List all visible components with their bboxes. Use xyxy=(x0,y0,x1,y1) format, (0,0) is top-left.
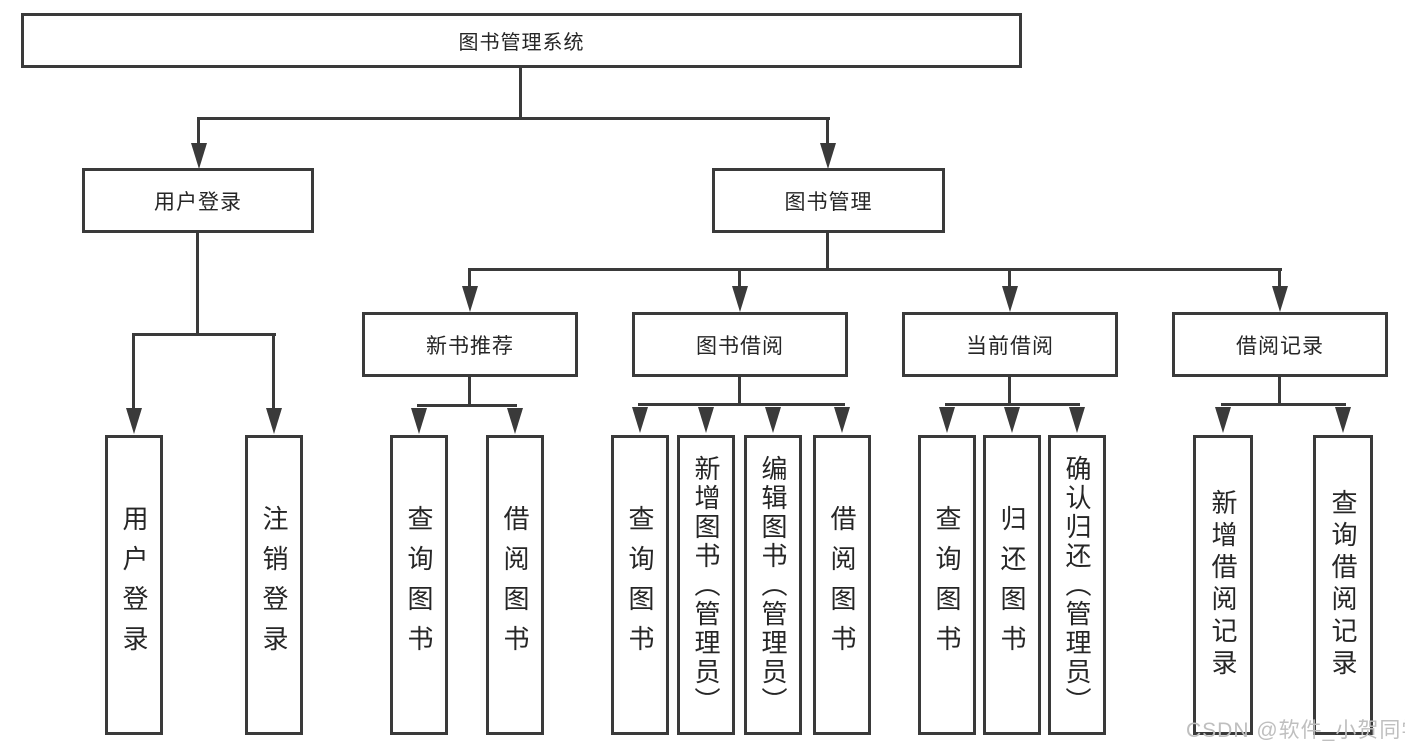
node-label: 确认归还（管理员） xyxy=(1062,454,1092,716)
node-new-book-recommend: 新书推荐 xyxy=(362,312,578,377)
connector-root-rail xyxy=(197,117,830,120)
connector-borrowing-records-rail xyxy=(1221,403,1346,406)
connector-drop-current-borrowing xyxy=(1008,271,1011,287)
connector-book-management-rail xyxy=(468,268,1282,271)
arrowhead-down-icon xyxy=(1215,407,1231,433)
arrowhead-down-icon xyxy=(411,408,427,434)
connector-drop-borrowing-records xyxy=(1278,271,1281,287)
csdn-watermark: CSDN @软件_小贺同学 xyxy=(1186,719,1405,742)
arrowhead-down-icon xyxy=(834,407,850,433)
connector-new-book-rail xyxy=(417,404,517,407)
connector-user-login-stem xyxy=(196,233,199,335)
connector-drop-user-login xyxy=(197,120,200,144)
leaf-confirm-return-admin: 确认归还（管理员） xyxy=(1048,435,1106,735)
arrowhead-down-icon xyxy=(765,407,781,433)
connector-book-borrowing-stem xyxy=(738,377,741,406)
connector-current-borrowing-rail xyxy=(945,403,1080,406)
leaf-query-borrow-record: 查询借阅记录 xyxy=(1313,435,1373,735)
arrowhead-down-icon xyxy=(507,408,523,434)
connector-new-book-stem xyxy=(468,377,471,407)
node-current-borrowing: 当前借阅 xyxy=(902,312,1118,377)
leaf-borrow-books-recommend: 借阅图书 xyxy=(486,435,544,735)
node-label: 借阅记录 xyxy=(1236,334,1324,358)
arrowhead-down-icon xyxy=(698,407,714,433)
leaf-query-books-current: 查询图书 xyxy=(918,435,976,735)
node-label: 新书推荐 xyxy=(426,334,514,358)
node-label: 查询图书 xyxy=(404,505,434,665)
node-label: 图书借阅 xyxy=(696,334,784,358)
arrowhead-down-icon xyxy=(732,286,748,312)
arrowhead-down-icon xyxy=(266,408,282,434)
connector-user-login-rail xyxy=(132,333,276,336)
node-label: 查询图书 xyxy=(932,505,962,665)
node-book-management: 图书管理 xyxy=(712,168,945,233)
leaf-query-books-borrowing: 查询图书 xyxy=(611,435,669,735)
node-label: 新增图书（管理员） xyxy=(691,454,721,716)
connector-drop-book-management xyxy=(826,120,829,144)
arrowhead-down-icon xyxy=(632,407,648,433)
node-library-management-system: 图书管理系统 xyxy=(21,13,1022,68)
connector-current-borrowing-stem xyxy=(1008,377,1011,406)
arrowhead-down-icon xyxy=(939,407,955,433)
node-book-borrowing: 图书借阅 xyxy=(632,312,848,377)
node-label: 编辑图书（管理员） xyxy=(758,454,788,716)
node-user-login: 用户登录 xyxy=(82,168,314,233)
arrowhead-down-icon xyxy=(1004,407,1020,433)
arrowhead-down-icon xyxy=(1069,407,1085,433)
node-label: 借阅图书 xyxy=(827,505,857,665)
connector-root-stem xyxy=(519,68,522,118)
node-label: 查询借阅记录 xyxy=(1328,489,1358,681)
connector-drop-new-book-recommend xyxy=(468,271,471,287)
arrowhead-down-icon xyxy=(126,408,142,434)
node-label: 图书管理 xyxy=(784,190,873,214)
connector-book-borrowing-rail xyxy=(638,403,845,406)
leaf-add-books-admin: 新增图书（管理员） xyxy=(677,435,735,735)
arrowhead-down-icon xyxy=(820,143,836,169)
node-label: 当前借阅 xyxy=(966,334,1054,358)
connector-book-management-stem xyxy=(826,233,829,271)
node-label: 归还图书 xyxy=(997,505,1027,665)
node-label: 图书管理系统 xyxy=(458,32,585,54)
connector-drop-leaf-user-login xyxy=(132,336,135,409)
arrowhead-down-icon xyxy=(1002,286,1018,312)
connector-borrowing-records-stem xyxy=(1278,377,1281,406)
leaf-query-books-recommend: 查询图书 xyxy=(390,435,448,735)
connector-drop-book-borrowing xyxy=(738,271,741,287)
node-label: 查询图书 xyxy=(625,505,655,665)
arrowhead-down-icon xyxy=(1272,286,1288,312)
node-label: 用户登录 xyxy=(154,190,242,214)
leaf-add-borrow-record: 新增借阅记录 xyxy=(1193,435,1253,735)
node-label: 借阅图书 xyxy=(500,505,530,665)
node-label: 用户登录 xyxy=(119,505,149,665)
arrowhead-down-icon xyxy=(462,286,478,312)
leaf-return-books: 归还图书 xyxy=(983,435,1041,735)
node-borrowing-records: 借阅记录 xyxy=(1172,312,1388,377)
leaf-user-login: 用户登录 xyxy=(105,435,163,735)
node-label: 新增借阅记录 xyxy=(1208,489,1238,681)
arrowhead-down-icon xyxy=(191,143,207,169)
node-label: 注销登录 xyxy=(259,505,289,665)
leaf-borrow-books-borrowing: 借阅图书 xyxy=(813,435,871,735)
leaf-logout-login: 注销登录 xyxy=(245,435,303,735)
arrowhead-down-icon xyxy=(1335,407,1351,433)
connector-drop-leaf-logout xyxy=(272,336,275,409)
leaf-edit-books-admin: 编辑图书（管理员） xyxy=(744,435,802,735)
